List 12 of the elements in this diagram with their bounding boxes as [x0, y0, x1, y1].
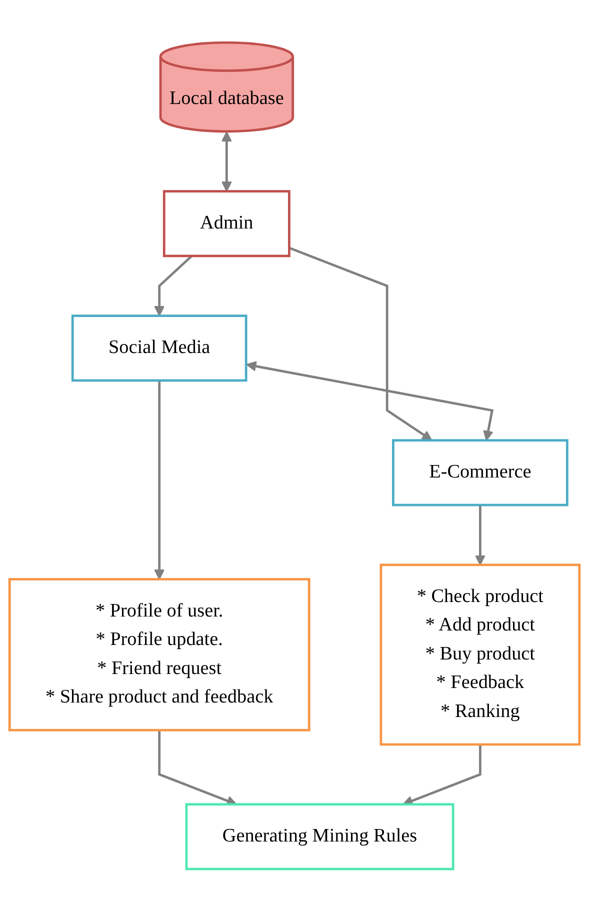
arrow [474, 505, 486, 566]
arrow [288, 246, 432, 442]
arrow [154, 380, 165, 580]
arrow [246, 361, 494, 442]
node-box: Generating Mining Rules [185, 803, 454, 870]
node-box: Social Media [71, 314, 248, 382]
node-box: * Check product * Add product * Buy product * Feedback * Ranking [380, 564, 581, 746]
arrow [221, 132, 232, 192]
node-box: * Profile of user. * Profile update. * Friend request * Share product and feedback [8, 578, 310, 732]
node-box: Admin [162, 190, 290, 258]
arrow [154, 255, 193, 316]
node-box: E-Commerce [392, 439, 568, 506]
